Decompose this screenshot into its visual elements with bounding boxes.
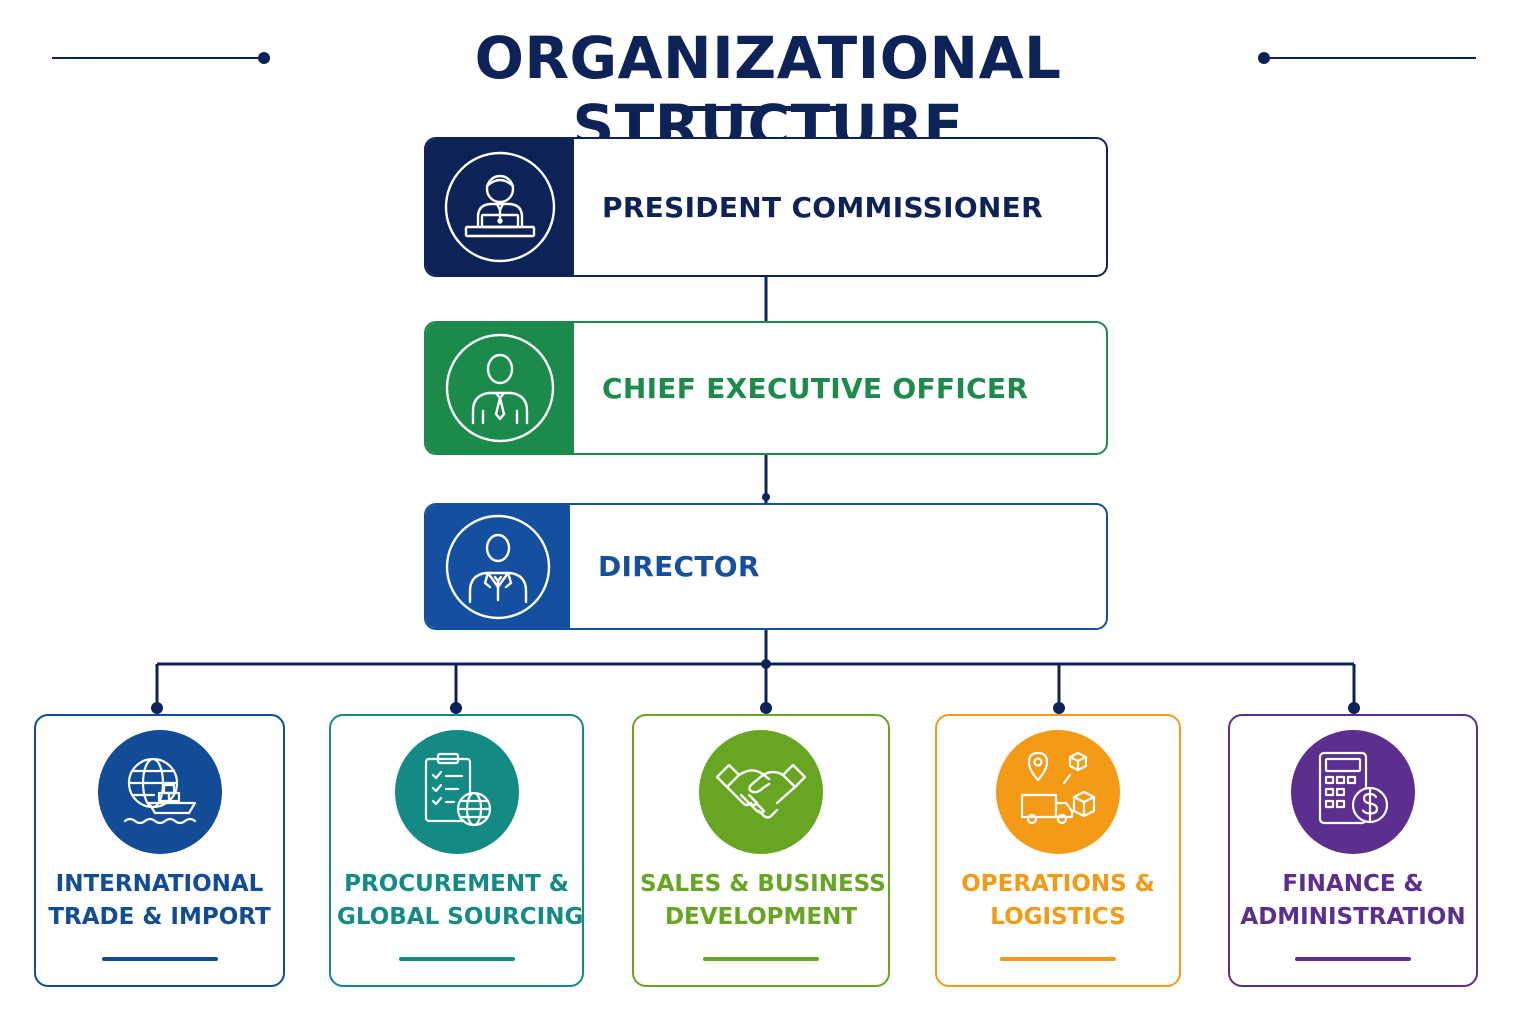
president-icon-panel	[426, 139, 574, 275]
truck-boxes-location-icon	[1020, 751, 1096, 825]
dept-sales-line1: SALES & BUSINESS	[640, 871, 886, 897]
title-header: ORGANIZATIONAL STRUCTURE	[0, 20, 1536, 160]
chief-executive-officer-label: CHIEF EXECUTIVE OFFICER	[602, 371, 1029, 405]
dept-international-trade-line1: INTERNATIONAL	[55, 871, 264, 897]
calculator-dollar-icon	[1318, 751, 1389, 825]
dept-sales-card[interactable]: SALES & BUSINESS DEVELOPMENT	[632, 714, 890, 987]
dept-procurement-icon-circle	[394, 730, 519, 854]
clipboard-globe-icon	[424, 752, 491, 827]
dept-operations-underline	[1000, 957, 1116, 961]
title-left-rule	[52, 57, 262, 59]
dept-operations-icon-circle	[996, 730, 1120, 854]
title-underline	[688, 106, 840, 111]
title-right-rule	[1270, 57, 1476, 59]
director-label: DIRECTOR	[598, 550, 760, 583]
dept-international-trade-underline	[101, 957, 218, 961]
chief-executive-officer-box[interactable]: CHIEF EXECUTIVE OFFICER	[424, 321, 1108, 455]
dept-operations-line1: OPERATIONS &	[961, 871, 1155, 897]
dept-operations-line2: LOGISTICS	[990, 904, 1126, 930]
ceo-icon-panel	[426, 323, 574, 453]
dept-procurement-line1: PROCUREMENT &	[344, 871, 569, 897]
dept-finance-card[interactable]: FINANCE & ADMINISTRATION	[1228, 714, 1478, 987]
dept-sales-icon-circle	[699, 730, 823, 854]
dept-procurement-line2: GLOBAL SOURCING	[337, 904, 584, 930]
dept-procurement-title: PROCUREMENT & GLOBAL SOURCING	[337, 868, 584, 934]
dept-international-trade-card[interactable]: INTERNATIONAL TRADE & IMPORT	[34, 714, 285, 987]
president-commissioner-label: PRESIDENT COMMISSIONER	[602, 190, 1043, 224]
businessman-in-suit-icon	[445, 514, 551, 619]
dept-international-trade-title: INTERNATIONAL TRADE & IMPORT	[42, 868, 277, 934]
dept-international-trade-icon-circle	[97, 730, 222, 854]
title-right-dot	[1258, 52, 1270, 64]
dept-international-trade-line2: TRADE & IMPORT	[48, 904, 271, 930]
director-box[interactable]: DIRECTOR	[424, 503, 1108, 630]
dept-finance-title: FINANCE & ADMINISTRATION	[1236, 868, 1470, 934]
dept-sales-title: SALES & BUSINESS DEVELOPMENT	[640, 868, 886, 934]
handshake-icon	[715, 763, 807, 819]
globe-cargo-ship-icon	[123, 757, 196, 825]
dept-procurement-card[interactable]: PROCUREMENT & GLOBAL SOURCING	[329, 714, 584, 987]
dept-procurement-underline	[398, 957, 515, 961]
executive-at-desk-icon	[444, 151, 556, 263]
dept-finance-icon-circle	[1291, 730, 1415, 854]
director-icon-panel	[426, 505, 570, 628]
dept-sales-underline	[703, 957, 819, 961]
title-left-dot	[258, 52, 270, 64]
dept-finance-line2: ADMINISTRATION	[1240, 904, 1466, 930]
dept-operations-card[interactable]: OPERATIONS & LOGISTICS	[935, 714, 1181, 987]
dept-operations-title: OPERATIONS & LOGISTICS	[943, 868, 1173, 934]
dept-finance-line1: FINANCE &	[1282, 871, 1424, 897]
businessman-with-tie-icon	[445, 333, 555, 443]
dept-finance-underline	[1295, 957, 1411, 961]
president-commissioner-box[interactable]: PRESIDENT COMMISSIONER	[424, 137, 1108, 277]
dept-sales-line2: DEVELOPMENT	[664, 904, 858, 930]
